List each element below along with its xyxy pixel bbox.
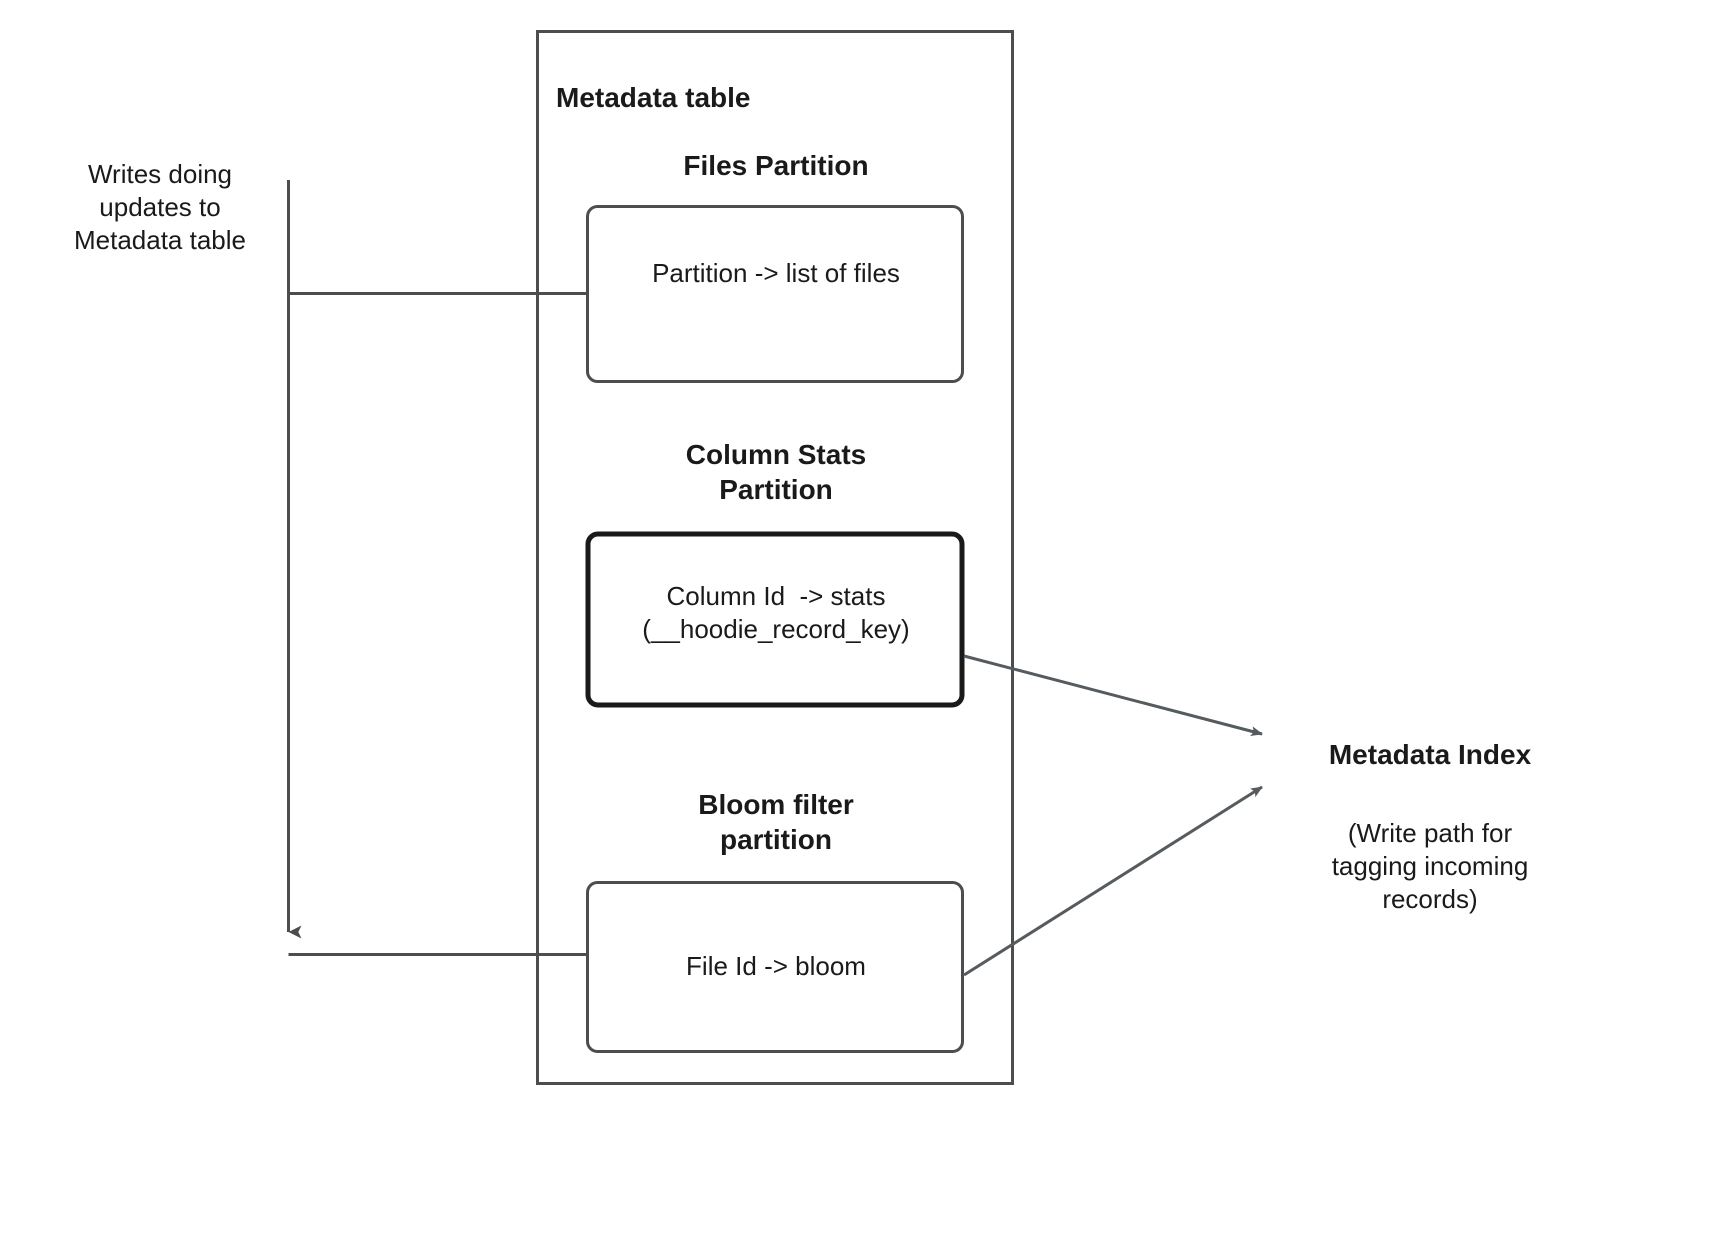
metadata-index-title: Metadata Index	[1328, 739, 1532, 770]
bloom-filter-partition-body: File Id -> bloom	[686, 951, 866, 981]
files-partition-box	[586, 205, 964, 383]
metadata-table-title: Metadata table	[556, 82, 751, 113]
column-stats-partition-body: Column Id -> stats (__hoodie_record_key)	[642, 581, 910, 644]
metadata-table-container	[536, 30, 1014, 1085]
files-partition-body: Partition -> list of files	[652, 258, 900, 288]
column-stats-partition-title: Column Stats Partition	[685, 439, 867, 506]
bloom-filter-box	[586, 881, 964, 1053]
writes-note-label: Writes doing updates to Metadata table	[73, 159, 246, 255]
metadata-index-subtitle: (Write path for tagging incoming records…	[1331, 818, 1529, 914]
bloom-filter-partition-title: Bloom filter partition	[698, 789, 854, 856]
files-partition-title: Files Partition	[683, 150, 869, 181]
edge-column-stats-to-metadata-index	[963, 654, 1263, 737]
edge-bloom-filter-to-metadata-index	[963, 785, 1263, 977]
column-stats-box	[585, 531, 965, 708]
